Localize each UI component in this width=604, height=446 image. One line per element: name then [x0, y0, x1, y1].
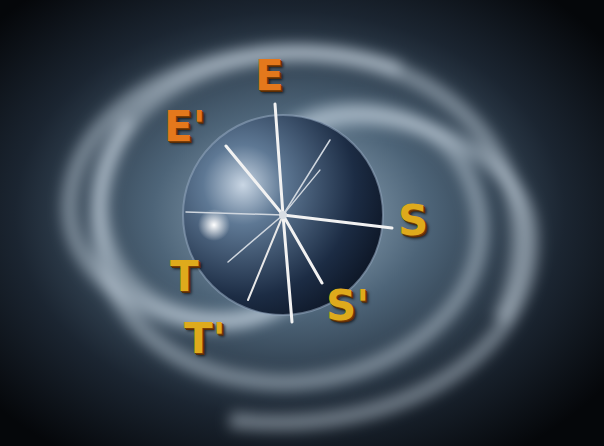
axis-line [283, 140, 330, 215]
axis-label: E [255, 55, 284, 97]
sphere-center [279, 211, 287, 219]
axis-line [186, 212, 283, 215]
axis-label: T [170, 256, 199, 298]
axis-line [228, 215, 283, 262]
axis-line [283, 215, 292, 322]
axis-label: E' [164, 106, 206, 148]
axis-line [226, 146, 283, 215]
axis-label: S [398, 200, 428, 242]
axis-label: T' [184, 318, 226, 360]
axis-line [283, 215, 392, 228]
axis-line [275, 104, 283, 215]
axis-label: S' [326, 285, 369, 327]
axis-line [248, 215, 283, 300]
spiral-arms [70, 52, 531, 422]
axis-line [283, 170, 320, 215]
